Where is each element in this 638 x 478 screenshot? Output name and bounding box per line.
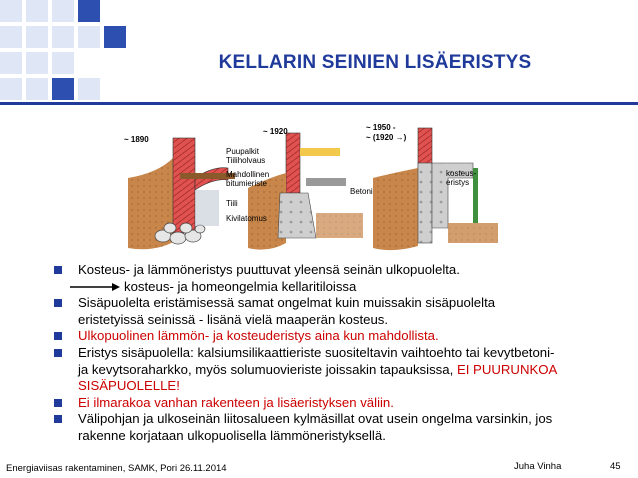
label-eristys: eristys xyxy=(446,178,469,187)
label-puupalkit: Puupalkit xyxy=(226,147,260,156)
label-tiili: Tiili xyxy=(226,199,238,208)
square-bullet-icon xyxy=(54,332,62,341)
section-1890 xyxy=(128,137,235,250)
section-1920 xyxy=(248,132,363,250)
arrow-right-icon xyxy=(70,282,120,291)
label-era-1890: ~ 1890 xyxy=(124,135,149,144)
bullet-item: Sisäpuolelta eristämisessä samat ongelma… xyxy=(52,295,612,328)
decorative-grid xyxy=(0,0,126,100)
bullet-item: Eristys sisäpuolella: kalsiumsilikaattie… xyxy=(52,345,612,395)
bullet-item: Ulkopuolinen lämmön- ja kosteuderistys a… xyxy=(52,328,612,345)
label-era-1920: ~ 1920 xyxy=(263,127,288,136)
footer-event: Energiaviisas rakentaminen, SAMK, Pori 2… xyxy=(6,463,227,474)
square-bullet-icon xyxy=(54,415,62,424)
title-underline xyxy=(0,102,638,105)
bullet-item: Kosteus- ja lämmöneristys puuttuvat ylee… xyxy=(52,262,612,279)
label-mahdollinen: Mahdollinen xyxy=(226,170,269,179)
label-kivilatomus: Kivilatomus xyxy=(226,214,267,223)
label-bitumieriste: bitumieriste xyxy=(226,179,267,188)
bullet-list: Kosteus- ja lämmöneristys puuttuvat ylee… xyxy=(52,262,612,445)
square-bullet-icon xyxy=(54,299,62,308)
bullet-item: Välipohjan ja ulkoseinän liitosalueen ky… xyxy=(52,411,612,444)
label-kosteus: kosteus- xyxy=(446,169,477,178)
bullet-item: Ei ilmarakoa vanhan rakenteen ja lisäeri… xyxy=(52,395,612,412)
page-number: 45 xyxy=(610,461,621,472)
square-bullet-icon xyxy=(54,348,62,357)
square-bullet-icon xyxy=(54,266,62,274)
label-era-1950: ~ 1950 - xyxy=(366,123,396,132)
bullet-arrow-item: kosteus- ja homeongelmia kellaritiloissa xyxy=(52,279,612,296)
label-betoni: Betoni xyxy=(350,187,373,196)
label-era-1920-arrow: ~ (1920 →) xyxy=(366,133,407,142)
basement-wall-sections-figure: ~ 1890 ~ 1920 ~ 1950 - ~ (1920 →) Puupal… xyxy=(124,123,498,251)
section-1950 xyxy=(373,127,498,251)
label-tiiliholvaus: Tiiliholvaus xyxy=(226,156,265,165)
square-bullet-icon xyxy=(54,398,62,407)
page-title: KELLARIN SEINIEN LISÄERISTYS xyxy=(218,52,532,73)
footer-author: Juha Vinha xyxy=(514,461,562,472)
